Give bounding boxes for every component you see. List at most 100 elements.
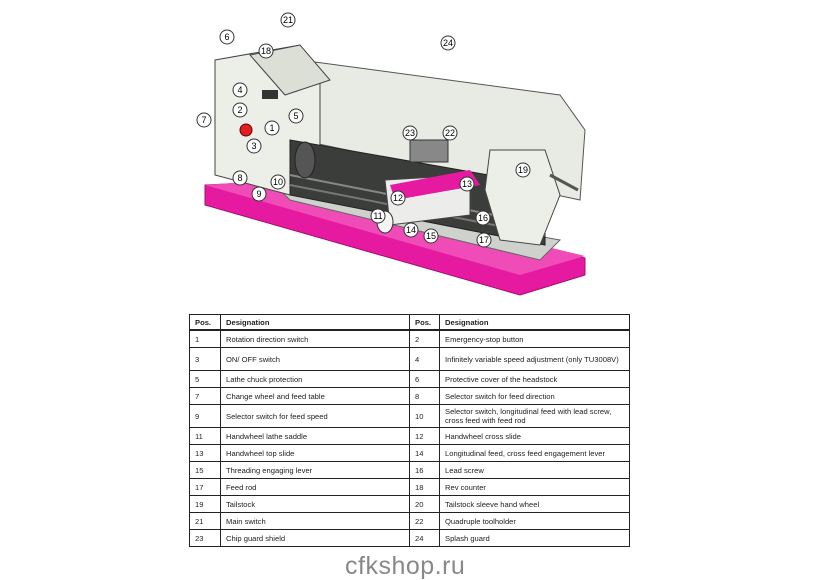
callout-number: 16 bbox=[478, 213, 488, 223]
callout-circle bbox=[515, 162, 531, 178]
callout-number: 17 bbox=[479, 235, 489, 245]
callout-24: 24 bbox=[440, 35, 456, 51]
designation-cell: Handwheel lathe saddle bbox=[220, 427, 410, 445]
designation-cell: Longitudinal feed, cross feed engagement… bbox=[439, 444, 630, 462]
designation-cell: Main switch bbox=[220, 512, 410, 530]
callout-17: 17 bbox=[476, 232, 492, 248]
pos-cell: 8 bbox=[409, 387, 440, 405]
header-designation: Designation bbox=[439, 314, 630, 331]
callout-4: 4 bbox=[232, 82, 248, 98]
pos-cell: 11 bbox=[189, 427, 221, 445]
callout-14: 14 bbox=[403, 222, 419, 238]
pos-cell: 23 bbox=[189, 529, 221, 547]
callout-19: 19 bbox=[515, 162, 531, 178]
callout-23: 23 bbox=[402, 125, 418, 141]
callout-number: 22 bbox=[445, 128, 455, 138]
pos-cell: 2 bbox=[409, 329, 440, 348]
callout-6: 6 bbox=[219, 29, 235, 45]
pos-cell: 12 bbox=[409, 427, 440, 445]
callout-number: 15 bbox=[426, 231, 436, 241]
callout-13: 13 bbox=[459, 176, 475, 192]
tailstock-handle bbox=[549, 173, 579, 192]
callout-number: 18 bbox=[261, 46, 271, 56]
callout-circle bbox=[264, 120, 280, 136]
callout-7: 7 bbox=[196, 112, 212, 128]
designation-cell: Tailstock bbox=[220, 495, 410, 513]
callout-5: 5 bbox=[288, 108, 304, 124]
toolholder bbox=[409, 139, 449, 163]
callout-circle bbox=[270, 174, 286, 190]
callout-circle bbox=[402, 125, 418, 141]
callout-circle bbox=[258, 43, 274, 59]
callout-12: 12 bbox=[390, 190, 406, 206]
designation-cell: Emergency-stop button bbox=[439, 329, 630, 348]
pos-cell: 3 bbox=[189, 347, 221, 371]
callout-circle bbox=[390, 190, 406, 206]
callout-16: 16 bbox=[475, 210, 491, 226]
rev-counter bbox=[262, 90, 278, 99]
designation-cell: Rotation direction switch bbox=[220, 329, 410, 348]
saddle-accent bbox=[390, 170, 480, 200]
callout-circle bbox=[288, 108, 304, 124]
callout-circle bbox=[440, 35, 456, 51]
callout-number: 23 bbox=[405, 128, 415, 138]
callout-circle bbox=[246, 138, 262, 154]
designation-cell: Selector switch for feed direction bbox=[439, 387, 630, 405]
pos-cell: 5 bbox=[189, 370, 221, 388]
callout-1: 1 bbox=[264, 120, 280, 136]
callout-circle bbox=[219, 29, 235, 45]
callout-circle bbox=[475, 210, 491, 226]
callout-9: 9 bbox=[251, 186, 267, 202]
pos-cell: 9 bbox=[189, 404, 221, 428]
designation-cell: Infinitely variable speed adjustment (on… bbox=[439, 347, 630, 371]
designation-cell: Feed rod bbox=[220, 478, 410, 496]
designation-cell: Selector switch, longitudinal feed with … bbox=[439, 404, 630, 428]
callout-number: 11 bbox=[373, 211, 382, 221]
designation-cell: Handwheel cross slide bbox=[439, 427, 630, 445]
pos-cell: 16 bbox=[409, 461, 440, 479]
callout-3: 3 bbox=[246, 138, 262, 154]
emergency-stop-icon bbox=[239, 123, 253, 137]
pos-cell: 13 bbox=[189, 444, 221, 462]
callout-circle bbox=[280, 12, 296, 28]
callout-number: 21 bbox=[283, 15, 293, 25]
pos-cell: 18 bbox=[409, 478, 440, 496]
tailstock bbox=[484, 149, 561, 246]
callout-circle bbox=[476, 232, 492, 248]
callout-8: 8 bbox=[232, 170, 248, 186]
callout-18: 18 bbox=[258, 43, 274, 59]
designation-cell: Chip guard shield bbox=[220, 529, 410, 547]
watermark: cfkshop.ru bbox=[345, 552, 466, 580]
callout-number: 3 bbox=[251, 141, 256, 151]
header-pos: Pos. bbox=[189, 314, 221, 331]
callout-circle bbox=[403, 222, 419, 238]
pos-cell: 20 bbox=[409, 495, 440, 513]
pos-cell: 6 bbox=[409, 370, 440, 388]
callout-number: 1 bbox=[269, 123, 274, 133]
designation-cell: Protective cover of the headstock bbox=[439, 370, 630, 388]
designation-cell: Handwheel top slide bbox=[220, 444, 410, 462]
callout-circle bbox=[196, 112, 212, 128]
pos-cell: 4 bbox=[409, 347, 440, 371]
callout-10: 10 bbox=[270, 174, 286, 190]
designation-cell: Splash guard bbox=[439, 529, 630, 547]
table-header-row: Pos. Designation Pos. Designation bbox=[189, 314, 630, 331]
designation-cell: Change wheel and feed table bbox=[220, 387, 410, 405]
pos-cell: 17 bbox=[189, 478, 221, 496]
base-plate-top bbox=[205, 180, 585, 275]
pos-cell: 14 bbox=[409, 444, 440, 462]
callout-circle bbox=[423, 228, 439, 244]
designation-cell: Rev counter bbox=[439, 478, 630, 496]
